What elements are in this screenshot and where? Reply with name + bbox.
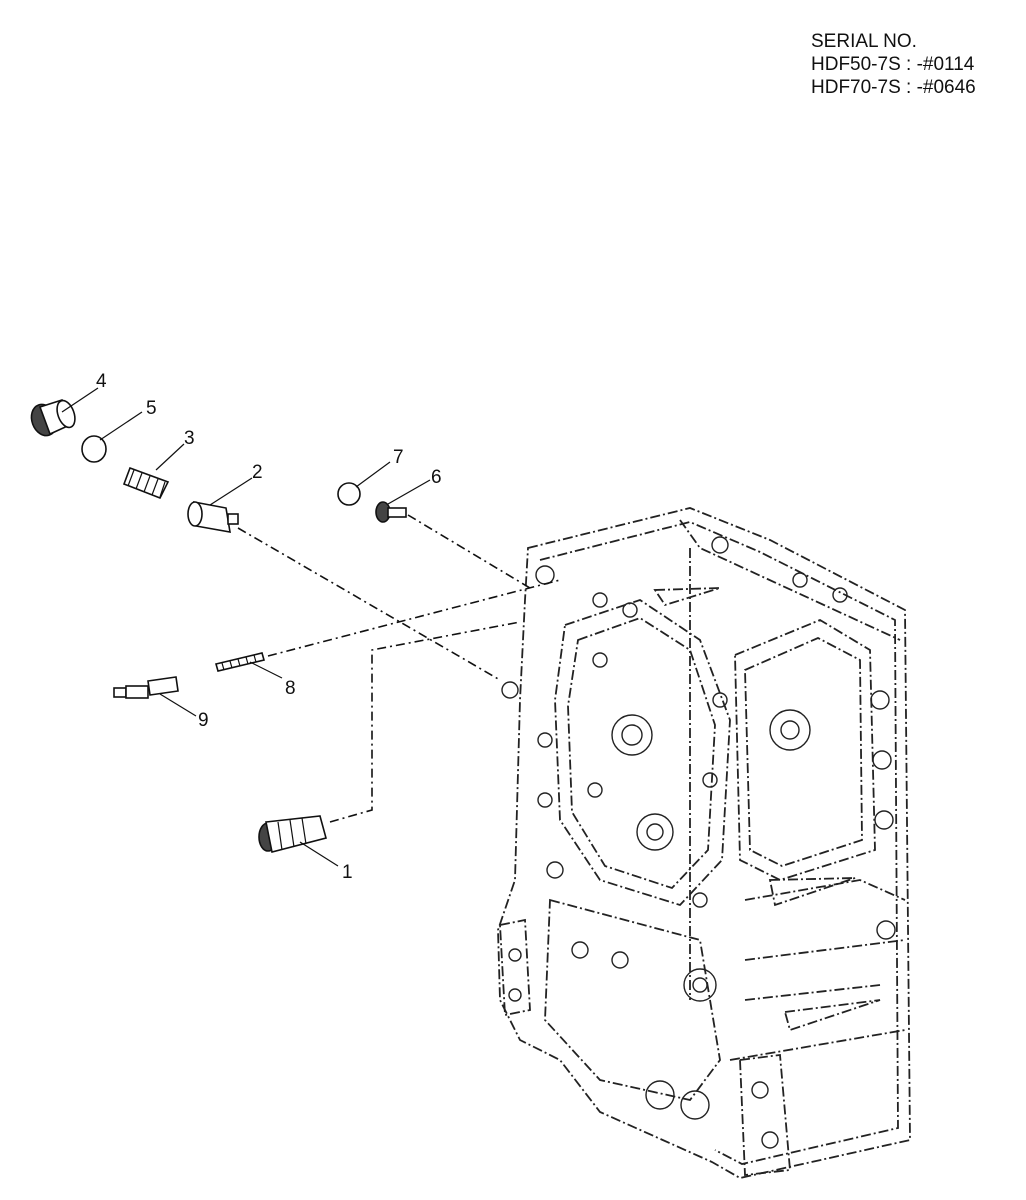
- part-2-valve: [187, 501, 239, 533]
- leader-5: [99, 411, 143, 441]
- part-9-valve: [113, 676, 179, 699]
- path-part-8: [267, 579, 561, 657]
- callout-6: 6: [431, 467, 442, 488]
- part-6-plug-screw: [375, 501, 407, 523]
- leader-1: [299, 841, 339, 867]
- assembly-paths: [237, 514, 561, 823]
- path-part-1: [329, 621, 521, 823]
- serial-number-block: SERIAL NO. HDF50-7S : -#0114 HDF70-7S : …: [811, 30, 976, 99]
- callout-1: 1: [342, 862, 353, 883]
- part-7-o-ring: [337, 482, 361, 506]
- callout-9: 9: [198, 710, 209, 731]
- serial-line-hdf70: HDF70-7S : -#0646: [811, 77, 976, 98]
- part-1-sleeve: [258, 815, 327, 853]
- leader-lines: [61, 387, 431, 867]
- leader-4: [61, 387, 99, 413]
- serial-heading: SERIAL NO.: [811, 31, 917, 52]
- part-4-plug: [30, 399, 76, 437]
- callout-2: 2: [252, 462, 263, 483]
- part-3-spring: [122, 466, 170, 500]
- leader-7: [355, 461, 391, 488]
- leader-8: [249, 661, 283, 679]
- transmission-housing: [497, 507, 911, 1179]
- leader-3: [155, 443, 185, 471]
- path-part-2: [237, 527, 501, 681]
- part-5-o-ring: [81, 435, 107, 463]
- callout-3: 3: [184, 428, 195, 449]
- callout-7: 7: [393, 447, 404, 468]
- callout-labels: 1 2 3 4 5 6 7 8 9: [96, 371, 442, 883]
- path-part-6: [407, 514, 531, 589]
- part-8-spring: [215, 652, 265, 672]
- leader-2: [209, 477, 253, 506]
- callout-5: 5: [146, 398, 157, 419]
- callout-8: 8: [285, 678, 296, 699]
- callout-4: 4: [96, 371, 107, 392]
- leader-9: [159, 693, 197, 717]
- serial-line-hdf50: HDF50-7S : -#0114: [811, 54, 975, 75]
- leader-6: [387, 479, 431, 505]
